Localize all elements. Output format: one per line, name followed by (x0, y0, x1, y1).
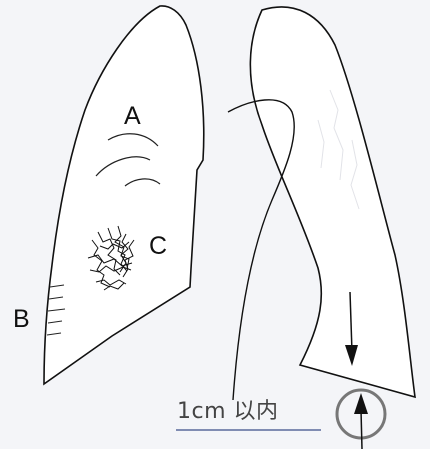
right-lung-shading (317, 89, 360, 210)
label-a: A (124, 102, 141, 130)
leader-line (227, 99, 295, 401)
label-b: B (13, 305, 30, 333)
arrow-down-icon (345, 291, 358, 366)
right-lung-outline (249, 6, 416, 399)
lesion-b-lines (46, 284, 66, 336)
lesion-a-lines (95, 133, 161, 187)
label-c: C (149, 232, 168, 260)
left-lung-outline (43, 5, 205, 386)
caption-text: 1cm 以内 (177, 399, 279, 424)
arrow-up-icon (354, 393, 368, 449)
lesion-c-network (87, 225, 135, 291)
